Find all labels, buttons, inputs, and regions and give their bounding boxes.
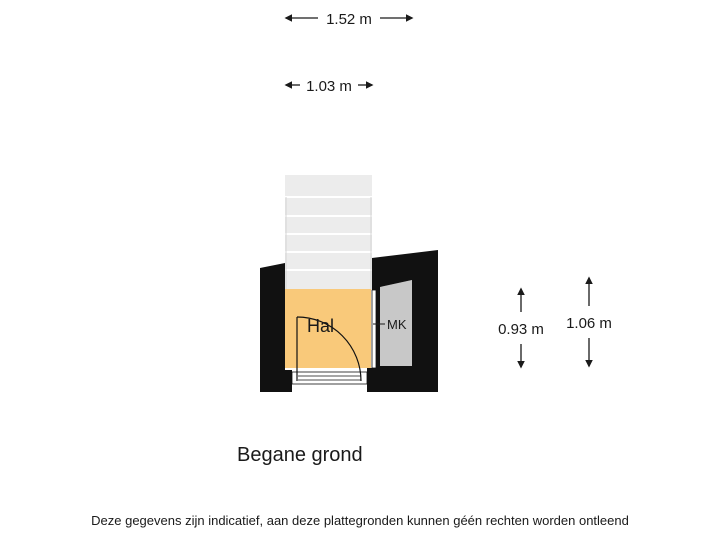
cupboard-partition [371,289,377,369]
dimension-top-width: 1.52 m [284,11,414,28]
meter-cupboard-floor [380,280,412,366]
door-swing [296,316,362,382]
front-door-frame [291,371,368,385]
dimension-label-right-outer-height: 1.06 m [566,315,612,332]
dimension-right-inner-height: 0.93 m [498,287,544,369]
dimension-label-inner-width: 1.03 m [306,78,352,95]
floor-title: Begane grond [237,444,363,466]
staircase [285,175,372,289]
right-wall [367,250,438,392]
dimension-label-right-inner-height: 0.93 m [498,321,544,338]
dimension-label-top-width: 1.52 m [326,11,372,28]
dimension-inner-width: 1.03 m [284,78,374,95]
left-wall [260,263,292,392]
room-label-hall: Hal [307,316,334,336]
room-label-meter-cupboard: MK [387,317,407,332]
disclaimer-text: Deze gegevens zijn indicatief, aan deze … [91,513,629,528]
dimension-right-outer-height: 1.06 m [566,276,612,368]
hall-floor [285,289,371,368]
